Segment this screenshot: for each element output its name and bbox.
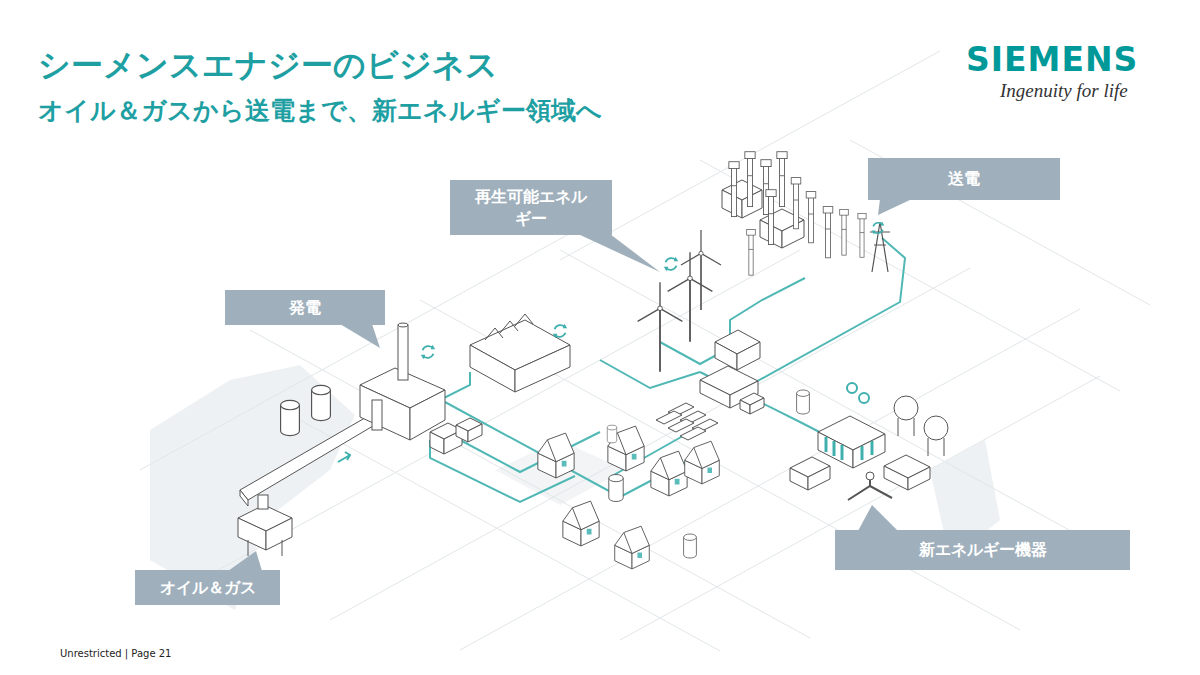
callout-box: 新エネルギー機器 [835,530,1130,570]
callout-label: オイル＆ガス [160,577,256,599]
callout-box: 発電 [225,290,385,325]
callout-box: 再生可能エネルギー [450,180,612,235]
callout-box: 送電 [868,158,1060,200]
logo-tagline: Ingenuity for life [1000,80,1128,103]
logo-wordmark: SIEMENS [966,40,1138,80]
callout-label: 新エネルギー機器 [919,539,1047,561]
slide-subtitle: オイル＆ガスから送電まで、新エネルギー領域へ [38,96,602,126]
slide-title: シーメンスエナジーのビジネス [38,46,498,84]
callout-box: オイル＆ガス [135,570,280,605]
callout-label: 再生可能エネルギー [471,186,591,229]
callout-label: 発電 [289,297,321,319]
page-footer: Unrestricted | Page 21 [60,648,171,660]
callout-label: 送電 [948,168,980,190]
